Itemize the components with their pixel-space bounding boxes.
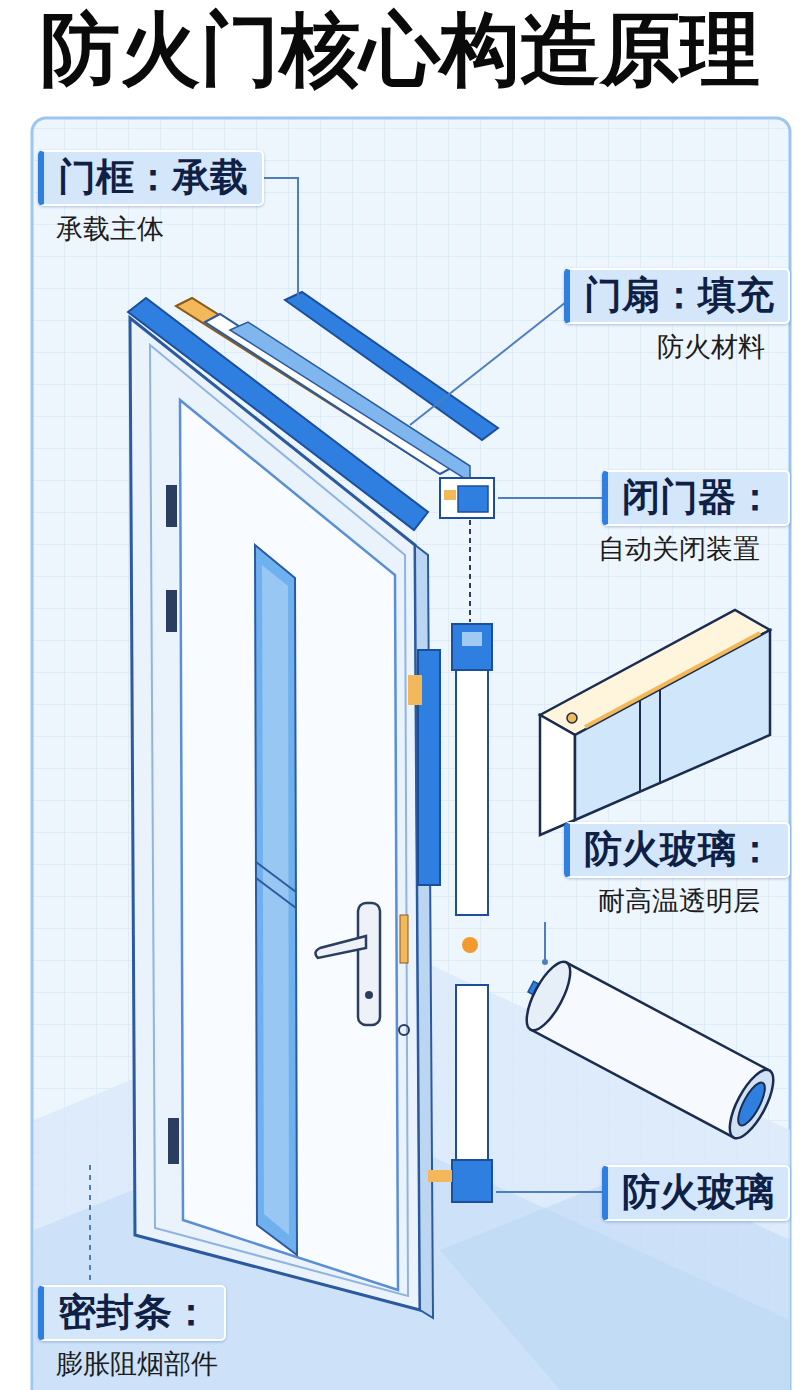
leader-line [262,178,298,300]
cylinder-bore [733,1079,770,1129]
bracket-detail [428,1170,452,1182]
callout-description: 防火材料 [564,331,790,363]
glass-divider [256,862,296,892]
bracket-detail [462,632,482,646]
leader-line [89,1165,91,1280]
callout-heading: 闭门器： [602,470,790,526]
leader-line [410,302,566,425]
callout-description: 膨胀阻烟部件 [38,1348,226,1380]
door-frame [130,318,420,1310]
callout-description: 自动关闭装置 [598,533,790,565]
callout-description: 承载主体 [38,213,264,245]
glass-strip [255,545,297,1255]
leader-line [498,497,604,499]
cylinder-end [721,1064,781,1144]
callout-box: 防火玻璃 [602,1165,790,1221]
lock-latch [400,915,408,963]
door-leaf [180,400,398,1290]
title: 防火门核心构造原理 [0,4,800,96]
callout-heading: 密封条： [38,1285,226,1341]
glass-unit-side [540,715,575,835]
callout-heading: 门扇：填充 [564,268,790,324]
hinge-rod [456,985,488,1160]
callout-description: 耐高温透明层 [564,885,790,917]
glass-screw [567,713,577,723]
guide-line [469,520,471,622]
callout-box: 门扇：填充防火材料 [564,268,790,363]
callout-heading: 门框：承载 [38,150,264,206]
callout-box: 密封条： 膨胀阻烟部件 [38,1285,226,1380]
leader-line [544,922,546,962]
keyhole [365,991,373,999]
callout-box: 门框：承载承载主体 [38,150,264,245]
panel-ground [32,118,790,1390]
hinge [166,485,177,527]
handle-plate [358,903,380,1025]
leader-line [496,1191,604,1193]
glass-mullion [659,689,661,783]
closer-cylinder [513,953,782,1144]
bottom-bracket [452,1160,492,1202]
handle-lever [315,936,366,958]
cylinder-cap [518,956,578,1036]
hinge-bracket [452,624,492,670]
glass-gasket [585,633,760,727]
leader-dot [542,959,548,965]
frame-inset [150,345,408,1296]
glass-divider [256,878,296,908]
plate-detail [408,675,422,705]
closer-block [458,486,488,512]
glass-pane [575,630,770,820]
callout-heading: 防火玻璃 [602,1165,790,1221]
callout-box: 闭门器： 自动关闭装置 [598,470,790,565]
panel-grid [32,118,790,1390]
glass-mullion [639,700,641,792]
hinge-rod [456,670,488,915]
closer-bracket [440,478,494,518]
closer-detail [444,490,456,500]
lock-detail [399,1025,409,1035]
pivot-dot [462,937,478,953]
callout-heading: 防火玻璃： [564,822,790,878]
callout-box: 防火玻璃： 耐高温透明层 [564,822,790,917]
hinge [166,590,177,632]
hinge [168,1118,179,1164]
